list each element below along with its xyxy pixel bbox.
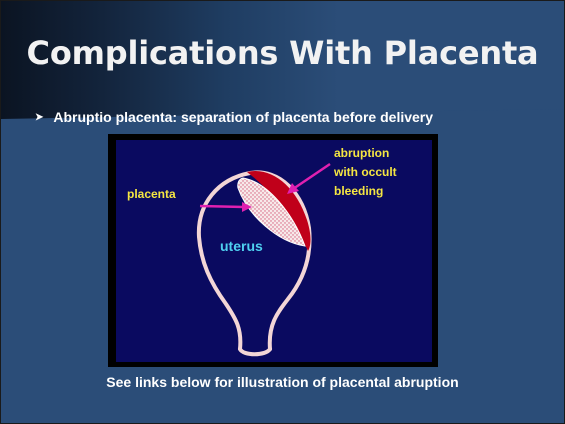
diagram-canvas: placenta uterus abruption with occult bl… <box>108 134 438 367</box>
slide-title: Complications With Placenta <box>1 34 564 72</box>
bullet-text: Abruptio placenta: separation of placent… <box>53 109 433 125</box>
arrow-bullet-icon: ➤ <box>35 112 43 123</box>
label-placenta: placenta <box>127 187 176 201</box>
label-abruption-line-2: with occult <box>333 165 397 179</box>
abruption-diagram: placenta uterus abruption with occult bl… <box>108 134 438 367</box>
label-abruption-line-1: abruption <box>334 146 389 160</box>
label-uterus: uterus <box>220 238 263 254</box>
bullet-item: ➤ Abruptio placenta: separation of place… <box>35 108 433 126</box>
placenta-pointer-arrow <box>200 206 244 207</box>
label-abruption-line-3: bleeding <box>334 184 383 198</box>
slide-caption: See links below for illustration of plac… <box>1 374 564 390</box>
